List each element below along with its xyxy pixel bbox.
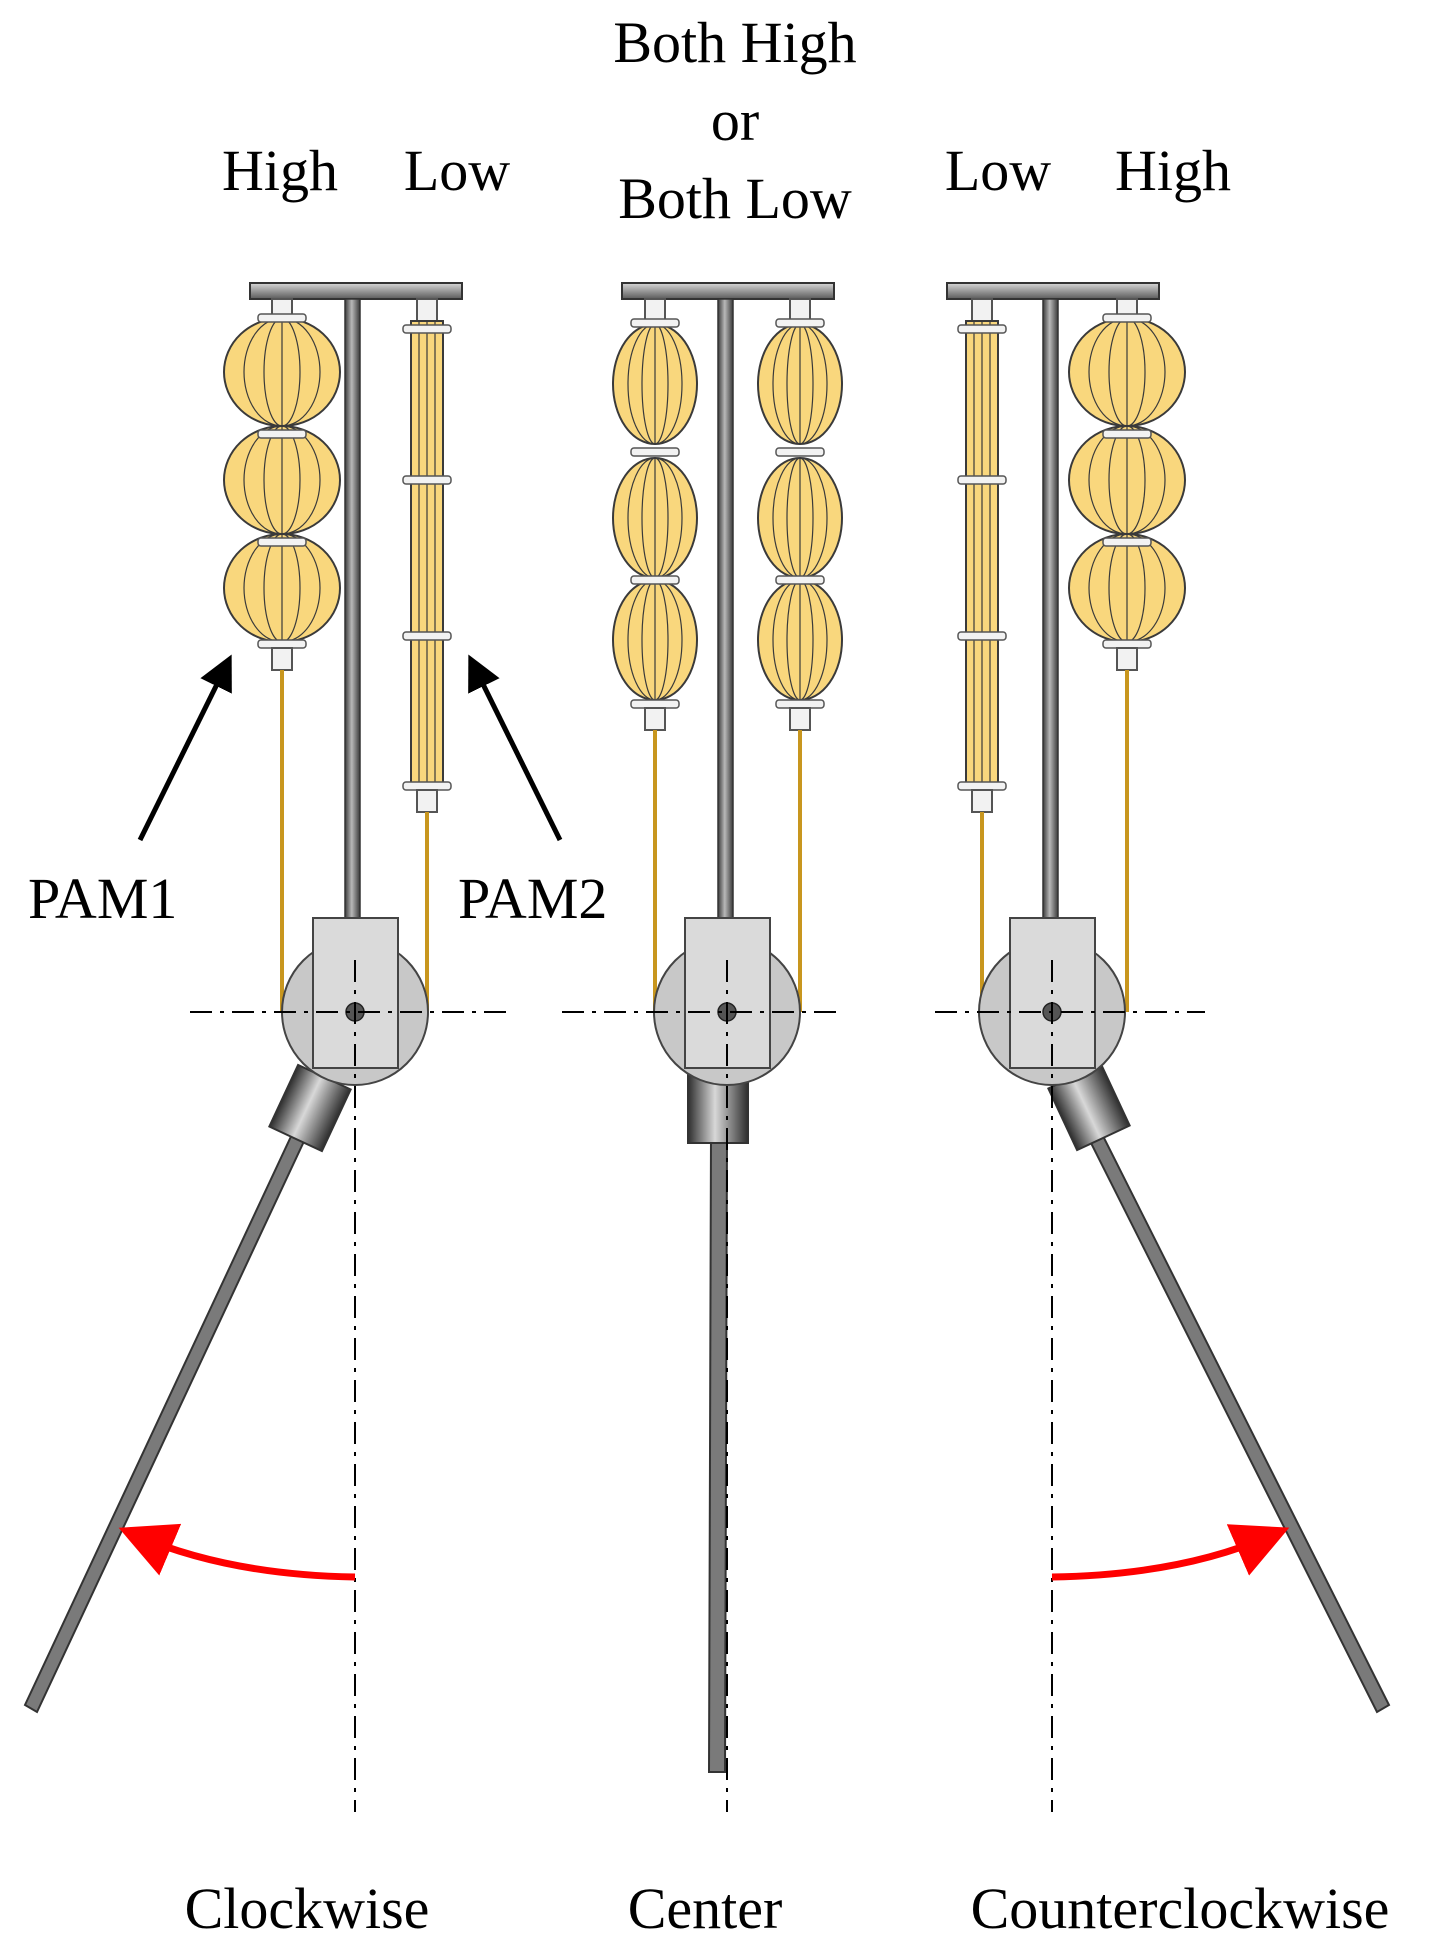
panel1-header-right: Low [404,138,510,203]
panel3-top-plate [946,282,1160,300]
panel3-frame-rod [1042,298,1059,922]
panel1-frame-rod [344,298,361,922]
panel3-output-link [1047,1062,1391,1714]
panel1-output-link [23,1063,352,1714]
panel2-caption: Center [628,1876,783,1941]
panel1-top-plate [249,282,463,300]
panel2-header-line1: Both High [613,10,856,75]
panel-clockwise: High Low [23,138,607,1941]
panel3-pam2-inflated [1068,298,1186,1012]
pam1-callout-arrow [137,654,232,842]
panel3-header-right: High [1115,138,1231,203]
panel3-rotation-arrow [1051,1524,1290,1581]
panel1-header-left: High [222,138,338,203]
panel3-header-left: Low [945,138,1051,203]
panel1-rotation-arrow [118,1523,356,1581]
panel-counterclockwise: Low High [935,138,1391,1941]
panel2-header-line3: Both Low [618,166,852,231]
panel1-caption: Clockwise [185,1876,430,1941]
pam2-label: PAM2 [458,866,607,931]
pam1-label: PAM1 [28,866,177,931]
panel2-header-line2: or [711,88,759,153]
panel2-pam2-balanced [757,298,843,1012]
panel2-top-plate [621,282,835,300]
panel2-pam1-balanced [612,298,698,1012]
panel3-pam1-contracted [957,298,1007,1012]
panel1-pam1-inflated [223,298,341,1012]
panel2-frame-rod [717,298,734,922]
panel1-pam2-contracted [402,298,452,1012]
pam2-callout-arrow [468,654,563,842]
panel-center: Both High or Both Low [562,10,857,1941]
panel3-caption: Counterclockwise [971,1876,1390,1941]
panel2-output-link [687,1074,749,1773]
